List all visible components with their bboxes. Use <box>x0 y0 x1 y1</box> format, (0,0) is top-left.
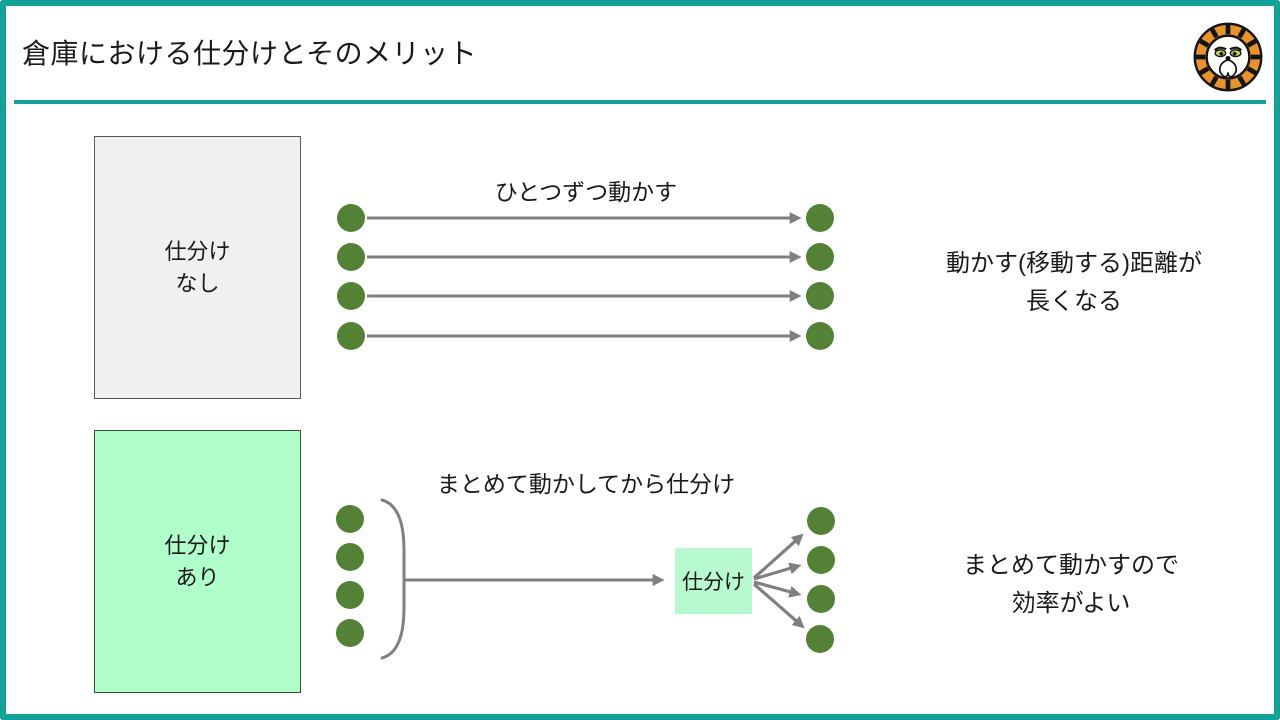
no-sort-result-text: 動かす(移動する)距離が 長くなる <box>904 245 1244 321</box>
logo-face <box>1213 46 1243 78</box>
sort-result-line2: 効率がよい <box>1011 590 1131 617</box>
sort-box: 仕分け あり <box>94 430 301 693</box>
no-sort-source-dots <box>337 204 365 350</box>
sort-dest-dots <box>806 507 835 653</box>
logo-left-pupil <box>1219 51 1224 56</box>
sort-caption: まとめて動かしてから仕分け <box>436 471 736 497</box>
logo-right-pupil <box>1232 51 1237 56</box>
sort-box-label-line2: あり <box>175 564 220 590</box>
sort-source-dots <box>336 505 364 647</box>
no-sort-arrows <box>367 212 802 342</box>
no-sort-caption: ひとつずつ動かす <box>494 179 678 205</box>
sort-box-label-line1: 仕分け <box>164 532 231 558</box>
no-sort-result-line1: 動かす(移動する)距離が <box>946 250 1202 277</box>
sort-fan-arrows <box>752 533 805 629</box>
title-divider <box>14 100 1266 104</box>
sort-process-label: 仕分け <box>682 571 745 594</box>
no-sort-dest-dots <box>806 204 834 350</box>
page-title: 倉庫における仕分けとそのメリット <box>22 38 478 69</box>
tiger-face-logo-icon <box>1193 22 1263 92</box>
no-sort-box: 仕分け なし <box>94 136 301 399</box>
sort-result-text: まとめて動かすので 効率がよい <box>901 547 1241 623</box>
grouping-brace <box>380 498 406 660</box>
no-sort-box-label-line1: 仕分け <box>164 238 231 264</box>
logo-ring-stripes <box>1195 24 1261 90</box>
no-sort-box-label-line2: なし <box>175 270 220 296</box>
sort-result-line1: まとめて動かすので <box>963 552 1179 579</box>
logo-left-eyebrow <box>1213 46 1227 52</box>
sort-process-box: 仕分け <box>675 548 752 614</box>
no-sort-result-line2: 長くなる <box>1026 288 1122 315</box>
logo-right-eyebrow <box>1229 46 1243 52</box>
